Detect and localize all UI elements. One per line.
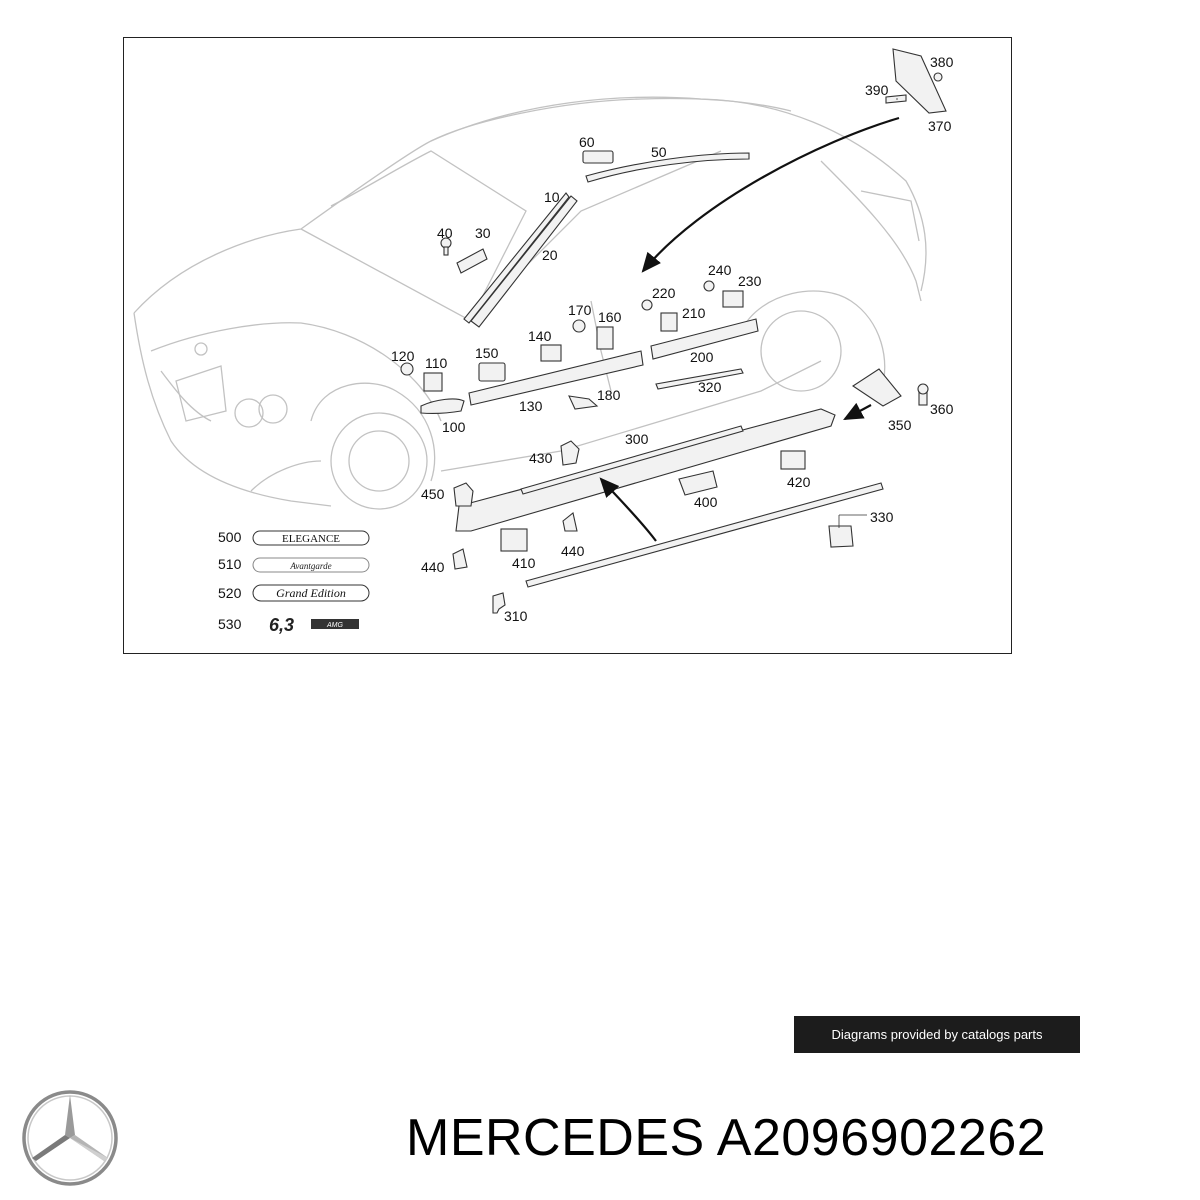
callout-140: 140 — [528, 328, 552, 344]
callout-30: 30 — [475, 225, 491, 241]
callout-100: 100 — [442, 419, 466, 435]
diagram-drawing: 60 50 10 20 40 30 120 110 150 140 170 16… — [133, 48, 954, 635]
callout-220: 220 — [652, 285, 676, 301]
mercedes-star-icon — [20, 1088, 120, 1188]
callout-300: 300 — [625, 431, 649, 447]
callout-430: 430 — [529, 450, 553, 466]
callout-530: 530 — [218, 616, 242, 632]
callout-440b: 440 — [561, 543, 585, 559]
callout-160: 160 — [598, 309, 622, 325]
callout-200: 200 — [690, 349, 714, 365]
svg-text:6,3: 6,3 — [269, 615, 294, 635]
callout-60: 60 — [579, 134, 595, 150]
callout-180: 180 — [597, 387, 621, 403]
callout-390: 390 — [865, 82, 889, 98]
callout-370: 370 — [928, 118, 952, 134]
callout-150: 150 — [475, 345, 499, 361]
callout-330: 330 — [870, 509, 894, 525]
callout-20: 20 — [542, 247, 558, 263]
callout-400: 400 — [694, 494, 718, 510]
callout-230: 230 — [738, 273, 762, 289]
svg-text:Grand Edition: Grand Edition — [276, 586, 346, 600]
clip-parts — [400, 48, 947, 614]
callout-500: 500 — [218, 529, 242, 545]
svg-text:ELEGANCE: ELEGANCE — [282, 533, 340, 545]
badge-grand-edition: Grand Edition — [252, 584, 370, 602]
credit-badge: Diagrams provided by catalogs parts — [794, 1016, 1080, 1053]
badge-amg: 6,3 AMG — [269, 615, 359, 635]
callout-10: 10 — [544, 189, 560, 205]
callout-170: 170 — [568, 302, 592, 318]
leader-lines — [838, 98, 898, 528]
callout-50: 50 — [651, 144, 667, 160]
page-title: MERCEDES A2096902262 — [406, 1109, 1047, 1167]
parts-diagram: 60 50 10 20 40 30 120 110 150 140 170 16… — [123, 37, 1012, 654]
callout-360: 360 — [930, 401, 954, 417]
callout-350: 350 — [888, 417, 912, 433]
callout-320: 320 — [698, 379, 722, 395]
arrows — [599, 116, 900, 542]
callout-410: 410 — [512, 555, 536, 571]
callout-450: 450 — [421, 486, 445, 502]
callout-labels: 60 50 10 20 40 30 120 110 150 140 170 16… — [218, 54, 954, 632]
callout-210: 210 — [682, 305, 706, 321]
callout-310: 310 — [504, 608, 528, 624]
car-outline — [133, 96, 927, 510]
callout-520: 520 — [218, 585, 242, 601]
callout-420: 420 — [787, 474, 811, 490]
badge-elegance: ELEGANCE — [252, 530, 370, 546]
callout-510: 510 — [218, 556, 242, 572]
callout-440a: 440 — [421, 559, 445, 575]
callout-110: 110 — [425, 355, 448, 371]
callout-120: 120 — [391, 348, 415, 364]
callout-130: 130 — [519, 398, 543, 414]
svg-text:AMG: AMG — [326, 622, 344, 629]
callout-380: 380 — [930, 54, 954, 70]
trim-strips — [420, 152, 884, 588]
callout-240: 240 — [708, 262, 732, 278]
badge-avantgarde: Avantgarde — [252, 557, 370, 573]
callout-40: 40 — [437, 225, 453, 241]
svg-text:Avantgarde: Avantgarde — [289, 561, 331, 571]
